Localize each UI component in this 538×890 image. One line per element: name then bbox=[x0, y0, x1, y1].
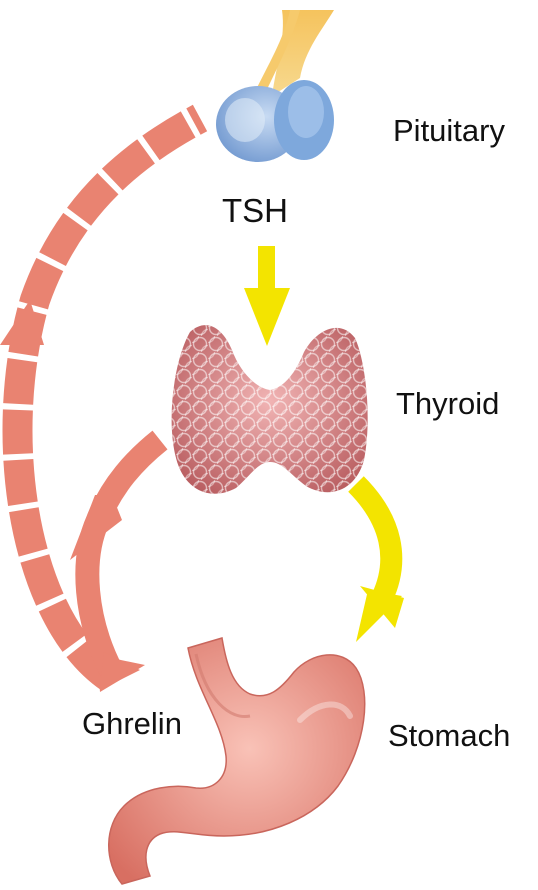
thyroid-gland bbox=[172, 325, 368, 494]
stomach bbox=[109, 638, 365, 884]
thyroid-to-stomach-arrow bbox=[356, 484, 404, 642]
thyroid-label: Thyroid bbox=[396, 386, 499, 422]
pituitary-gland bbox=[216, 10, 334, 162]
pituitary-label: Pituitary bbox=[393, 113, 505, 149]
tsh-to-thyroid-arrow bbox=[244, 246, 290, 346]
arrow-head-icon bbox=[244, 288, 290, 346]
stomach-label: Stomach bbox=[388, 718, 510, 754]
tsh-label: TSH bbox=[222, 193, 288, 229]
ghrelin-label: Ghrelin bbox=[82, 706, 182, 742]
